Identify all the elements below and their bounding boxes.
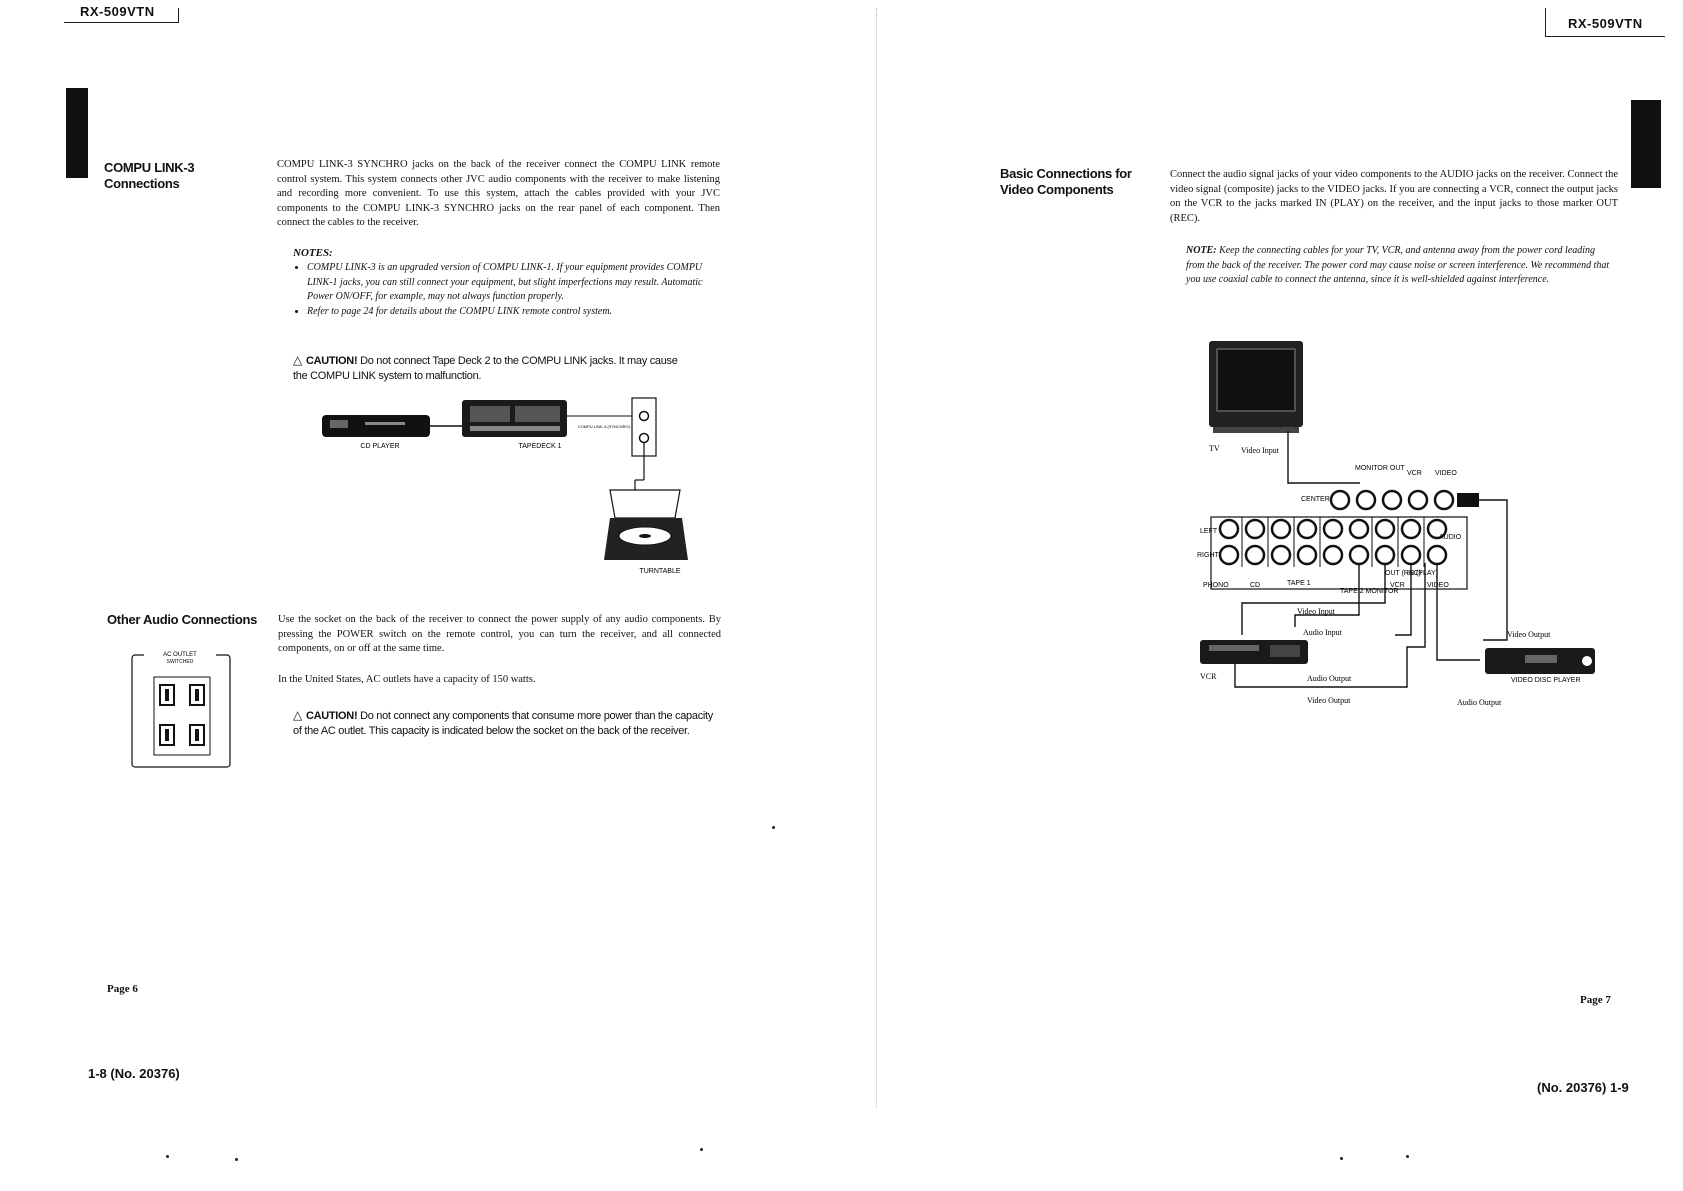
other-audio-heading: Other Audio Connections — [107, 612, 258, 627]
cd-player-device — [322, 415, 430, 437]
audio-jacks-row-right — [1218, 544, 1448, 566]
header-tick-right — [1545, 8, 1546, 36]
in-play-label: IN (PLAY) — [1407, 570, 1438, 577]
video-body: Connect the audio signal jacks of your v… — [1170, 169, 1618, 224]
other-audio-body: Use the socket on the back of the receiv… — [278, 614, 721, 655]
warning-triangle-icon: △ — [293, 708, 302, 722]
turntable-device — [604, 489, 688, 560]
other-audio-capacity: In the United States, AC outlets have a … — [278, 674, 536, 685]
tapedeck-label: TAPEDECK 1 — [518, 443, 561, 450]
monitor-out-label: MONITOR OUT — [1355, 465, 1405, 472]
turntable-label: TURNTABLE — [639, 568, 680, 575]
scan-speck — [1406, 1155, 1409, 1158]
ac-outlet-diagram: AC OUTLET SWITCHED — [131, 650, 231, 768]
other-audio-caution: △CAUTION! Do not connect any components … — [293, 708, 713, 737]
tape2-monitor-label: TAPE 2 MONITOR — [1340, 588, 1398, 595]
compu-link-diagram: CD PLAYER TAPEDECK 1 COMPU LINK-3 (SYNCH… — [322, 397, 688, 575]
footer-left: 1-8 (No. 20376) — [88, 1066, 180, 1081]
vcr-device — [1200, 640, 1308, 664]
note-item: Refer to page 24 for details about the C… — [307, 305, 719, 320]
out-rec-label: OUT (REC) — [1385, 570, 1421, 577]
video-bottom-label: VIDEO — [1427, 582, 1449, 589]
header-tick-left — [178, 8, 179, 23]
header-rule-left — [64, 22, 178, 23]
tv-device — [1209, 341, 1303, 433]
header-rule-right — [1545, 36, 1665, 37]
audio-jacks-row-left — [1218, 518, 1448, 540]
tapedeck-device — [462, 400, 567, 437]
tv-video-input-label: Video Input — [1241, 446, 1280, 455]
vcr-bottom-label: VCR — [1390, 582, 1405, 589]
model-number-right: RX-509VTN — [1568, 16, 1643, 31]
page-label-right: Page 7 — [1580, 994, 1611, 1006]
phono-label: PHONO — [1203, 582, 1229, 589]
compu-link-heading: COMPU LINK-3 Connections — [104, 160, 195, 191]
model-number-left: RX-509VTN — [80, 4, 155, 19]
audio-input-label: Audio Input — [1303, 628, 1343, 637]
notes-title: NOTES: — [293, 247, 333, 259]
vcr-top-label: VCR — [1407, 470, 1422, 477]
cd-player-label: CD PLAYER — [360, 443, 399, 450]
vdp-audio-output-label: Audio Output — [1457, 698, 1502, 707]
compu-link-notes: NOTES: COMPU LINK-3 is an upgraded versi… — [293, 247, 719, 319]
scan-speck — [772, 826, 775, 829]
page-gutter — [876, 8, 878, 1108]
vdp-video-output-label: Video Output — [1507, 630, 1551, 639]
vdp-label: VIDEO DISC PLAYER — [1511, 677, 1581, 684]
footer-right: (No. 20376) 1-9 — [1537, 1080, 1629, 1095]
left-channel-label: LEFT — [1200, 528, 1218, 535]
tv-label: TV — [1209, 444, 1220, 453]
top-jacks — [1329, 489, 1479, 511]
vcr-label: VCR — [1200, 672, 1217, 681]
scan-speck — [700, 1148, 703, 1151]
section-tab-right — [1631, 100, 1661, 188]
right-channel-label: RIGHT — [1197, 552, 1220, 559]
section-tab-left — [66, 88, 88, 178]
warning-triangle-icon: △ — [293, 353, 302, 367]
center-out-label: CENTER OUT — [1301, 496, 1347, 503]
page-label-left: Page 6 — [107, 983, 138, 995]
audio-label: AUDIO — [1439, 534, 1462, 541]
video-connection-diagram: TV Video Input MONITOR OUT VCR VIDEO CEN… — [1197, 341, 1595, 707]
scan-speck — [1340, 1157, 1343, 1160]
audio-output-label: Audio Output — [1307, 674, 1352, 683]
ac-outlet-label: AC OUTLET — [163, 652, 197, 658]
video-heading: Basic Connections for Video Components — [1000, 166, 1132, 197]
compu-link-body: COMPU LINK-3 SYNCHRO jacks on the back o… — [277, 159, 720, 229]
video-top-label: VIDEO — [1435, 470, 1457, 477]
tape1-label: TAPE 1 — [1287, 580, 1311, 587]
scan-speck — [235, 1158, 238, 1161]
ac-outlet-switched-label: SWITCHED — [167, 659, 194, 665]
compu-link-jack-label: COMPU LINK-3 (SYNCHRO) — [578, 424, 631, 429]
cd-label: CD — [1250, 582, 1260, 589]
video-disc-player-device — [1485, 648, 1595, 674]
video-note: NOTE: Keep the connecting cables for you… — [1186, 245, 1610, 286]
video-input-label: Video Input — [1297, 607, 1336, 616]
note-item: COMPU LINK-3 is an upgraded version of C… — [307, 261, 719, 305]
compu-link-caution: △CAUTION! Do not connect Tape Deck 2 to … — [293, 353, 678, 382]
scan-speck — [166, 1155, 169, 1158]
video-output-label: Video Output — [1307, 696, 1351, 705]
